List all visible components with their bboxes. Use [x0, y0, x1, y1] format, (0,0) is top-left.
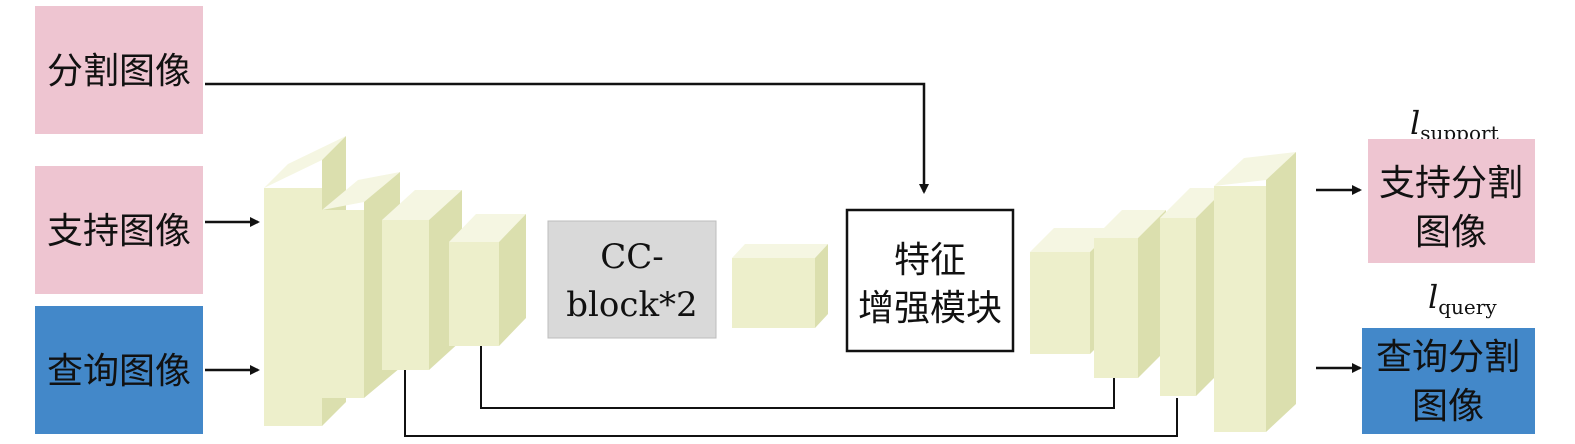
loss-support-label: lsupport	[1410, 104, 1499, 145]
query-image-label: 查询图像	[47, 351, 191, 392]
support-segmentation-box	[1368, 139, 1535, 263]
cc-block-label-line1: CC-	[600, 237, 664, 277]
loss-query-label: lquery	[1428, 278, 1497, 319]
query-segmentation-label-line1: 查询分割	[1376, 337, 1520, 378]
query-segmentation-box	[1362, 328, 1535, 434]
segmentation-to-enhance-arrow	[205, 82, 929, 194]
feature-enhance-label-line1: 特征	[894, 240, 966, 281]
decoder-block-2	[1094, 210, 1166, 378]
support-segmentation-label-line2: 图像	[1415, 212, 1487, 253]
decoder-block-4	[1214, 152, 1296, 432]
query-segmentation-label-line2: 图像	[1412, 386, 1484, 427]
support-segmentation-label-line1: 支持分割	[1379, 163, 1523, 204]
feature-enhance-box	[845, 208, 1015, 353]
segmentation-image-label: 分割图像	[47, 51, 191, 92]
support-image-box	[35, 166, 203, 294]
loss-query-symbol: l	[1428, 278, 1438, 316]
support-image-label: 支持图像	[47, 211, 191, 252]
loss-query-subscript: query	[1438, 295, 1497, 319]
feature-enhance-label-line2: 增强模块	[858, 288, 1002, 329]
segmentation-image-box	[35, 6, 203, 134]
bottleneck-block	[732, 244, 828, 328]
cc-block-label-line2: block*2	[566, 285, 697, 325]
query-image-box	[35, 306, 203, 434]
skip-connection-inner	[480, 344, 1115, 409]
cc-block-box	[547, 220, 717, 339]
loss-support-symbol: l	[1410, 104, 1420, 142]
encoder-block-4	[449, 214, 526, 346]
skip-connection-outer	[404, 370, 1178, 437]
